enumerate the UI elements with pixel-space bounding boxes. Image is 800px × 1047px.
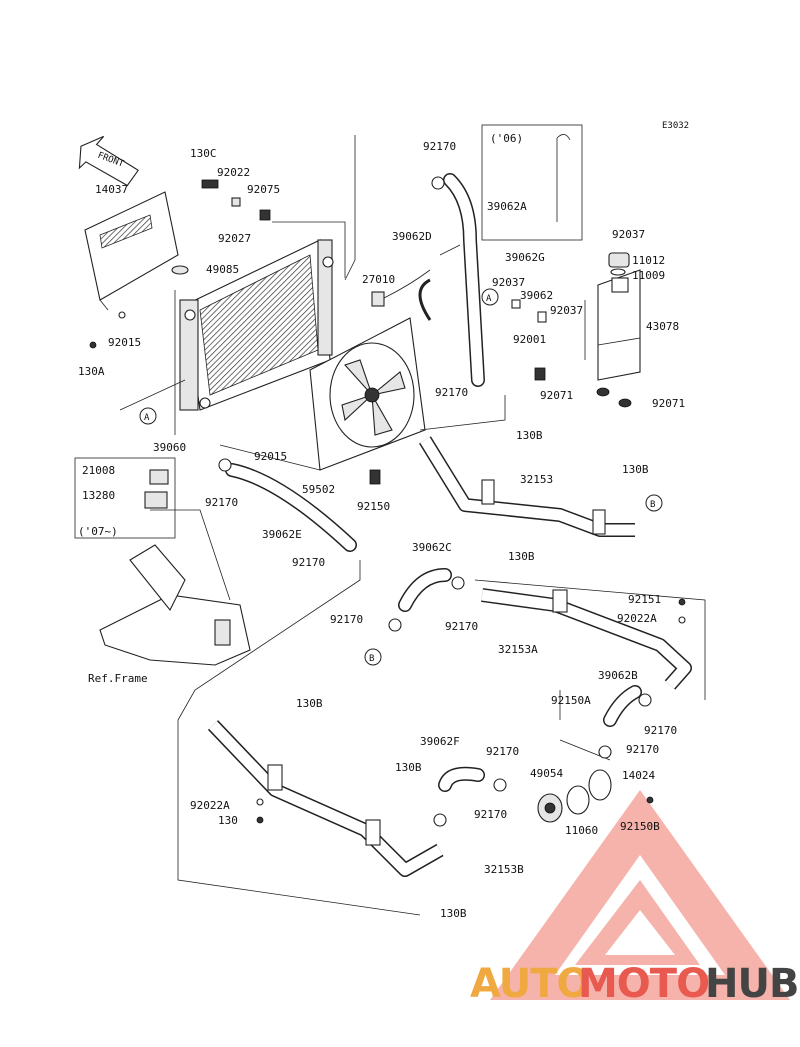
year-07-box <box>74 457 176 539</box>
ref-circle-a-2 <box>481 288 499 306</box>
hoses <box>225 173 642 792</box>
label-39062a: 39062A <box>487 200 527 213</box>
label-92170-top: 92170 <box>423 140 456 153</box>
ref-circle-a-1 <box>139 407 157 425</box>
label-49085: 49085 <box>206 263 239 276</box>
label-39062f: 39062F <box>420 735 460 748</box>
watermark-logo: AUTO MOTO HUB <box>470 790 799 1007</box>
label-92037-a: 92037 <box>492 276 525 289</box>
label-130b-6: 130B <box>440 907 467 920</box>
label-130b-4: 130B <box>296 697 323 710</box>
label-49054: 49054 <box>530 767 563 780</box>
reservoir-tank <box>597 252 641 381</box>
pipe-32153b <box>207 720 444 877</box>
label-32153b: 32153B <box>484 863 524 876</box>
label-92150b: 92150B <box>620 820 660 833</box>
label-130a: 130A <box>78 365 105 378</box>
label-92150: 92150 <box>357 500 390 513</box>
label-92027: 92027 <box>218 232 251 245</box>
label-92151: 92151 <box>628 593 661 606</box>
label-39060: 39060 <box>153 441 186 454</box>
part-labels: 130C 14037 92022 92075 92027 49085 92170… <box>78 140 685 920</box>
label-92170-r1: 92170 <box>644 724 677 737</box>
watermark-text-auto: AUTO <box>470 961 590 1007</box>
label-92170-f1: 92170 <box>486 745 519 758</box>
fan-shroud <box>309 317 426 471</box>
diagram-code: E3032 <box>662 121 689 131</box>
fan-switch <box>371 269 431 307</box>
label-32153a: 32153A <box>498 643 538 656</box>
front-arrow-icon: FRONT <box>78 135 139 187</box>
label-92037-b: 92037 <box>550 304 583 317</box>
label-14024: 14024 <box>622 769 655 782</box>
label-130b-3: 130B <box>508 550 535 563</box>
label-92015-mid: 92015 <box>254 450 287 463</box>
ref-circle-b-1-text: B <box>650 500 655 510</box>
label-130c: 130C <box>190 147 217 160</box>
label-92170-c2: 92170 <box>445 620 478 633</box>
label-39062c: 39062C <box>412 541 452 554</box>
label-92170-left: 92170 <box>205 496 238 509</box>
label-92170-f2: 92170 <box>474 808 507 821</box>
label-13280: 13280 <box>82 489 115 502</box>
ref-circle-a-1-text: A <box>144 413 150 423</box>
label-39062b: 39062B <box>598 669 638 682</box>
radiator <box>179 239 334 411</box>
radiator-screen <box>84 191 179 311</box>
label-92022: 92022 <box>217 166 250 179</box>
label-11012: 11012 <box>632 254 665 267</box>
ref-frame-label: Ref.Frame <box>88 672 148 685</box>
label-39062: 39062 <box>520 289 553 302</box>
label-92022a-l: 92022A <box>190 799 230 812</box>
label-92075: 92075 <box>247 183 280 196</box>
year-06-box <box>481 124 583 241</box>
label-130b-5: 130B <box>395 761 422 774</box>
label-27010: 27010 <box>362 273 395 286</box>
label-130b-2: 130B <box>622 463 649 476</box>
watermark-text-moto: MOTO <box>578 961 709 1007</box>
label-92170-c1: 92170 <box>330 613 363 626</box>
fasteners <box>89 176 686 827</box>
label-11009: 11009 <box>632 269 665 282</box>
pipe-32153 <box>419 436 635 537</box>
watermark-text-hub: HUB <box>705 961 798 1007</box>
label-92170-low: 92170 <box>292 556 325 569</box>
ref-circle-b-2-text: B <box>369 654 374 664</box>
label-92022a-r: 92022A <box>617 612 657 625</box>
label-92150a: 92150A <box>551 694 591 707</box>
label-11060: 11060 <box>565 824 598 837</box>
year-06-label: ('06) <box>490 132 523 145</box>
label-21008: 21008 <box>82 464 115 477</box>
label-32153: 32153 <box>520 473 553 486</box>
ref-circle-b-1 <box>645 494 663 512</box>
label-92015-left: 92015 <box>108 336 141 349</box>
ref-circle-a-2-text: A <box>486 294 492 304</box>
ref-circle-b-2 <box>364 648 382 666</box>
label-92001: 92001 <box>513 333 546 346</box>
label-130b-1: 130B <box>516 429 543 442</box>
label-130: 130 <box>218 814 238 827</box>
label-59502: 59502 <box>302 483 335 496</box>
label-14037: 14037 <box>95 183 128 196</box>
thermostat-housing <box>537 739 612 823</box>
label-92071-a: 92071 <box>540 389 573 402</box>
frame-reference: Ref.Frame <box>88 469 251 685</box>
leader-lines <box>119 135 706 916</box>
label-92170-mid: 92170 <box>435 386 468 399</box>
year-07-label: ('07~) <box>78 525 118 538</box>
label-92071-b: 92071 <box>652 397 685 410</box>
label-39062e: 39062E <box>262 528 302 541</box>
label-39062d: 39062D <box>392 230 432 243</box>
label-92037-top: 92037 <box>612 228 645 241</box>
label-39062g: 39062G <box>505 251 545 264</box>
pipe-32153a <box>481 588 692 690</box>
label-43078: 43078 <box>646 320 679 333</box>
label-92170-r2: 92170 <box>626 743 659 756</box>
